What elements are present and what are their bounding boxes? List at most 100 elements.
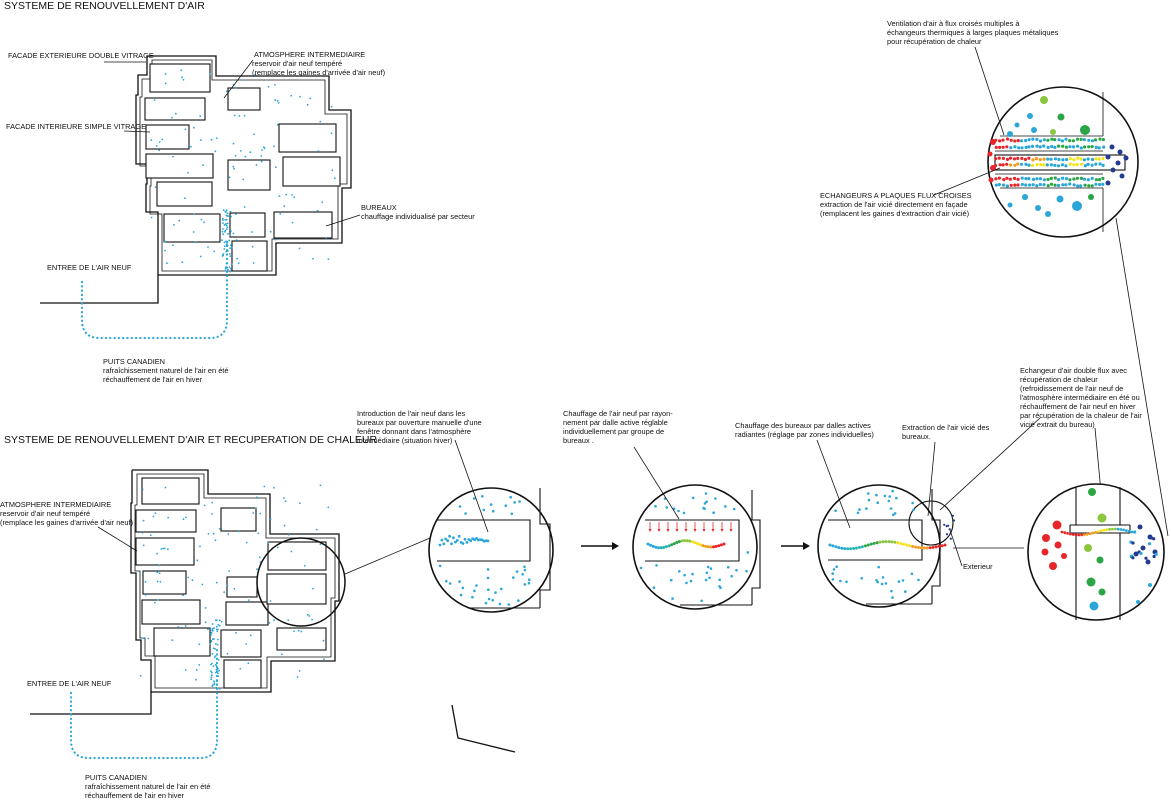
air-dot <box>327 506 330 509</box>
air-dot <box>732 507 736 511</box>
air-dot <box>1049 176 1053 180</box>
air-dot <box>212 647 215 650</box>
air-dot <box>227 250 229 252</box>
air-dot <box>480 538 484 542</box>
bottom-title: SYSTEME DE RENOUVELLEMENT D'AIR ET RECUP… <box>4 434 377 446</box>
air-dot <box>144 594 147 596</box>
air-dot <box>312 257 314 260</box>
air-dot <box>691 540 695 544</box>
air-dot <box>1057 178 1061 182</box>
air-dot <box>210 138 213 141</box>
air-dot <box>214 150 217 153</box>
label-atmo-1: ATMOSPHERE INTERMEDIAIRE <box>254 50 365 59</box>
label-facade-exterieure: FACADE EXTERIEURE DOUBLE VITRAGE <box>8 51 154 60</box>
air-dot <box>209 627 212 630</box>
air-dot <box>1005 184 1010 188</box>
air-dot <box>1136 600 1140 604</box>
air-dot <box>1074 533 1078 537</box>
air-dot <box>181 261 184 264</box>
air-dot <box>1071 533 1075 536</box>
air-dot <box>875 541 879 545</box>
air-dot <box>238 115 241 117</box>
radiant-arrow-head <box>693 529 697 532</box>
air-dot <box>472 497 476 500</box>
air-dot <box>1060 139 1064 143</box>
air-dot <box>164 486 167 489</box>
air-dot <box>225 209 228 212</box>
air-dot <box>1109 144 1115 150</box>
air-dot <box>293 630 295 633</box>
air-dot <box>234 213 237 216</box>
air-dot <box>1125 529 1128 532</box>
air-dot <box>1140 545 1146 551</box>
air-dot <box>1075 137 1080 141</box>
air-dot <box>691 496 695 500</box>
air-dot <box>504 504 508 508</box>
air-dot <box>259 512 262 515</box>
air-dot <box>267 85 270 88</box>
air-dot <box>1005 157 1010 161</box>
air-dot <box>689 579 693 583</box>
air-dot <box>1147 542 1152 546</box>
air-dot <box>182 594 185 597</box>
zoom-connector <box>344 537 431 575</box>
air-dot <box>285 193 288 196</box>
top-office <box>156 181 213 207</box>
air-dot <box>498 602 502 606</box>
air-dot <box>704 578 708 582</box>
air-dot <box>1016 183 1020 187</box>
air-dot <box>517 599 520 602</box>
air-dot <box>247 599 250 601</box>
air-dot <box>718 585 721 588</box>
air-dot <box>1028 183 1032 187</box>
label-atmo-3: (remplace les gaines d'arrivée d'air neu… <box>252 68 385 77</box>
air-dot <box>1133 530 1137 534</box>
leader-line <box>97 526 138 552</box>
air-dot <box>223 241 226 244</box>
air-dot <box>876 501 879 505</box>
air-dot <box>726 565 730 569</box>
air-dot <box>688 539 692 543</box>
air-dot <box>284 500 287 503</box>
top-title: SYSTEME DE RENOUVELLEMENT D'AIR <box>4 0 205 12</box>
air-dot <box>215 619 217 622</box>
air-dot <box>702 506 705 510</box>
air-dot <box>866 543 870 547</box>
air-dot <box>215 137 218 140</box>
air-dot <box>1152 554 1156 559</box>
air-dot <box>187 172 189 174</box>
air-dot <box>1080 125 1090 135</box>
air-dot <box>1082 177 1086 181</box>
air-dot <box>704 492 708 495</box>
air-dot <box>1154 552 1158 556</box>
air-dot <box>274 238 277 241</box>
air-dot <box>207 533 210 535</box>
air-dot <box>1091 531 1095 535</box>
air-dot <box>987 151 993 157</box>
air-dot <box>1060 530 1064 534</box>
air-dot <box>215 684 218 686</box>
air-dot <box>244 155 247 158</box>
air-dot <box>223 591 226 594</box>
air-dot <box>229 210 232 213</box>
air-dot <box>226 222 229 225</box>
air-dot <box>217 659 220 661</box>
air-dot <box>902 542 906 546</box>
air-dot <box>199 115 202 118</box>
air-dot <box>1071 139 1075 143</box>
air-dot <box>200 139 202 142</box>
air-dot <box>225 240 227 243</box>
air-dot <box>949 537 952 540</box>
air-dot <box>194 241 197 244</box>
air-dot <box>164 249 167 252</box>
air-dot <box>274 84 276 86</box>
air-dot <box>1064 145 1068 149</box>
air-dot <box>212 532 215 535</box>
air-dot <box>221 230 224 233</box>
air-dot <box>217 672 219 675</box>
air-dot <box>487 597 491 601</box>
label-entree-top: ENTREE DE L'AIR NEUF <box>47 263 132 272</box>
air-dot <box>1075 162 1079 167</box>
air-dot <box>1083 145 1087 149</box>
label-atmo-2: reservoir d'air neuf tempéré <box>252 59 342 68</box>
